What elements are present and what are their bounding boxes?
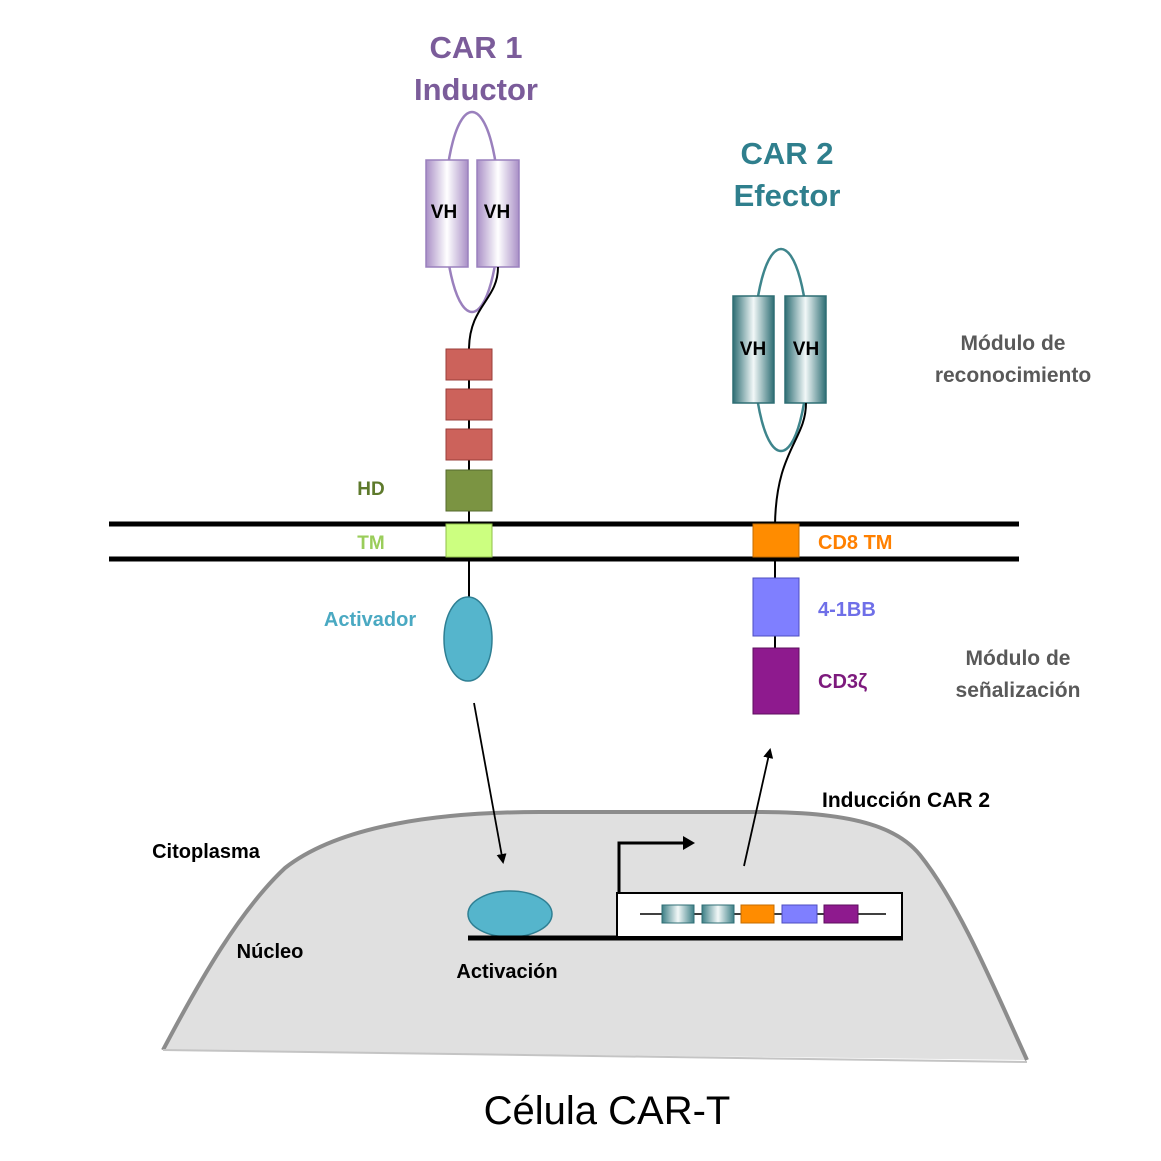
car2-41bb-block <box>752 577 800 637</box>
gene-vh-segment-1 <box>661 904 695 924</box>
car1-linker-stalk <box>468 266 499 349</box>
car2-vh-left-domain <box>732 295 775 404</box>
car1-activator-domain <box>443 596 493 682</box>
car2-vh-right-label: VH <box>793 339 819 360</box>
car2-linker-stalk <box>774 402 807 526</box>
car2-cd8tm-label: CD8 TM <box>818 532 892 554</box>
car2-title-line2: Efector <box>734 178 841 213</box>
figure-caption: Célula CAR-T <box>484 1089 731 1133</box>
gene-vh-segment-2 <box>701 904 735 924</box>
promoter-arrow <box>617 841 685 894</box>
activation-arrow <box>473 702 507 864</box>
car1-vh-left-domain <box>425 159 469 268</box>
gene-cd8tm-segment <box>740 904 775 924</box>
car1-hd-label: HD <box>357 479 384 500</box>
car2-41bb-label: 4-1BB <box>818 599 876 621</box>
car1-hd-block <box>445 469 493 512</box>
car2-vh-left-label: VH <box>740 339 766 360</box>
car1-hinge-block-2 <box>445 388 493 421</box>
signaling-module-line1: Módulo de <box>966 647 1071 670</box>
car1-vh-right-domain <box>476 159 520 268</box>
gene-cd3z-segment <box>823 904 859 924</box>
recognition-module-line2: reconocimiento <box>935 364 1091 387</box>
cell-bottom-edge <box>162 1049 1028 1063</box>
car2-cd3z-block <box>752 647 800 715</box>
car2-cd3z-label: CD3ζ <box>818 671 867 693</box>
car1-vh-right-label: VH <box>484 202 510 223</box>
car1-title-line1: CAR 1 <box>429 30 522 65</box>
car1-tm-label: TM <box>357 533 384 554</box>
recognition-module-line1: Módulo de <box>961 332 1066 355</box>
gene-41bb-segment <box>781 904 818 924</box>
car1-title-line2: Inductor <box>414 72 538 107</box>
car2-vh-right-domain <box>784 295 827 404</box>
car2-cd8tm-block <box>752 523 800 558</box>
car1-activator-label: Activador <box>324 609 416 631</box>
car1-tm-block <box>445 523 493 558</box>
car2-title-line1: CAR 2 <box>740 136 833 171</box>
induction-label: Inducción CAR 2 <box>822 789 990 812</box>
nucleus-label: Núcleo <box>237 941 304 963</box>
signaling-module-line2: señalización <box>956 679 1081 702</box>
promoter-arrow-head <box>683 836 695 850</box>
activation-label: Activación <box>456 961 557 983</box>
cytoplasm-label: Citoplasma <box>152 841 261 863</box>
cell-outline <box>161 810 1029 1061</box>
induction-arrow <box>743 748 774 867</box>
car1-vh-left-label: VH <box>431 202 457 223</box>
car1-hinge-block-3 <box>445 428 493 461</box>
car1-hinge-block-1 <box>445 348 493 381</box>
activator-bound-to-dna <box>467 890 553 938</box>
